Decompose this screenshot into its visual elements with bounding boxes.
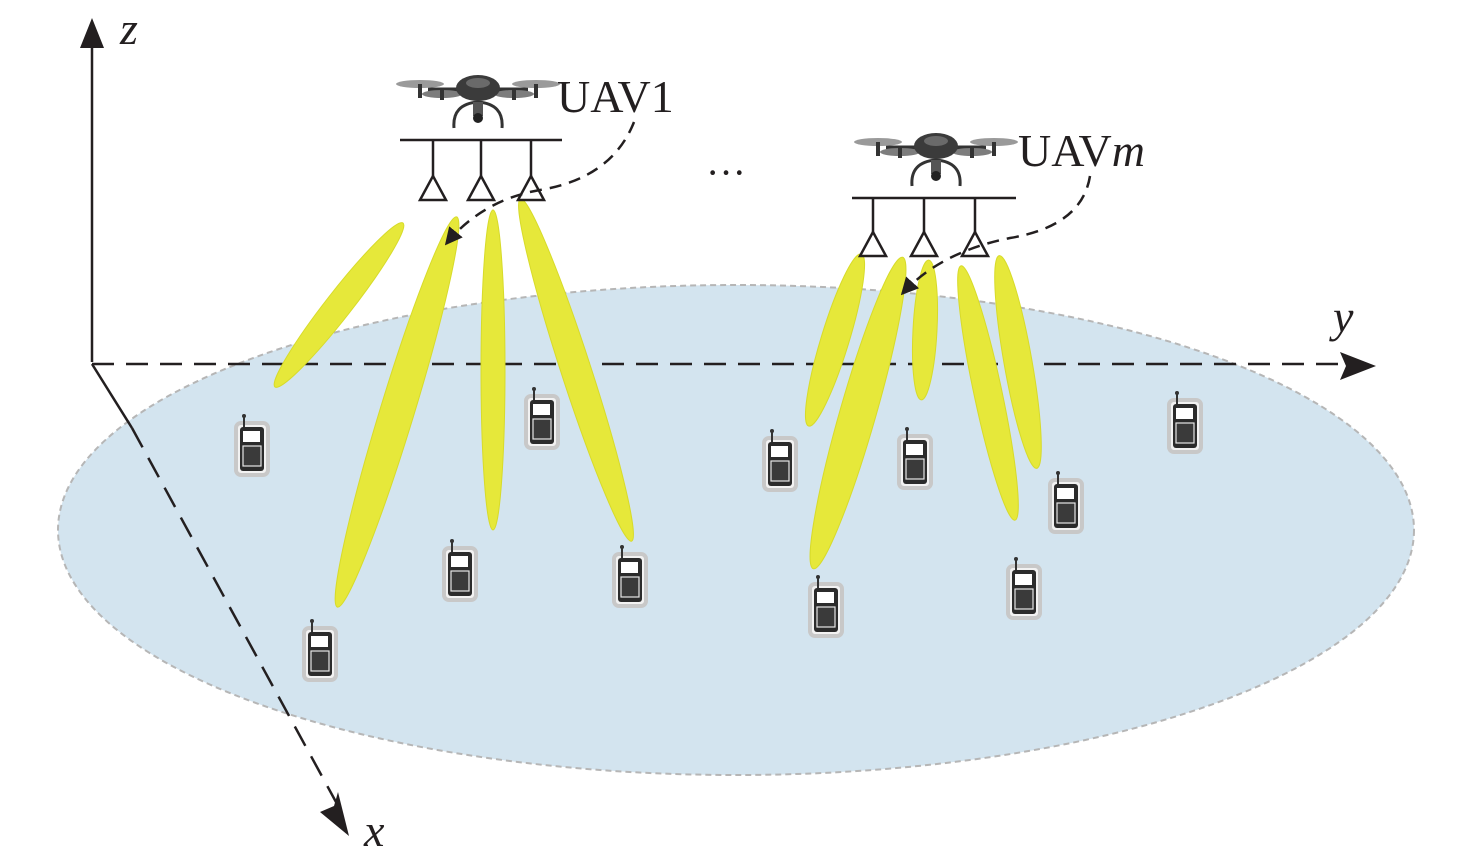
uav-1: UAV1 bbox=[396, 71, 674, 246]
mobile-phone-icon bbox=[302, 617, 338, 682]
uavm-label: UAVm bbox=[1018, 125, 1145, 176]
triangle-antenna-icon bbox=[418, 148, 448, 202]
quadcopter-drone-icon bbox=[854, 133, 1018, 186]
mobile-phone-icon bbox=[442, 537, 478, 602]
beam bbox=[957, 265, 1019, 521]
z-axis-label: z bbox=[119, 3, 138, 54]
ellipsis: ··· bbox=[706, 150, 746, 195]
mobile-phone-icon bbox=[524, 385, 560, 450]
mobile-phone-icon bbox=[1167, 389, 1203, 454]
mobile-phone-icon bbox=[897, 425, 933, 490]
x-axis-label: x bbox=[363, 805, 385, 856]
beam bbox=[809, 256, 907, 570]
x-axis-arrowhead bbox=[320, 792, 349, 836]
mobile-phone-icon bbox=[612, 543, 648, 608]
uav1-beams bbox=[273, 198, 634, 608]
triangle-antenna-icon bbox=[858, 204, 888, 258]
quadcopter-drone-icon bbox=[396, 75, 560, 128]
uav-m: UAVm bbox=[852, 125, 1145, 296]
mobile-phone-icon bbox=[1048, 469, 1084, 534]
mobile-phone-icon bbox=[234, 412, 270, 477]
uav1-label: UAV1 bbox=[557, 71, 674, 122]
x-axis-solid bbox=[90, 363, 134, 429]
mobile-phone-icon bbox=[1006, 555, 1042, 620]
coverage-area bbox=[57, 284, 1415, 776]
triangle-antenna-icon bbox=[466, 148, 496, 202]
mobile-phone-icon bbox=[808, 573, 844, 638]
uavm-beams bbox=[804, 253, 1042, 570]
y-axis-arrowhead bbox=[1340, 352, 1376, 380]
beam bbox=[480, 209, 506, 531]
beam bbox=[994, 255, 1042, 469]
beam bbox=[273, 222, 405, 388]
x-axis-dashed bbox=[130, 427, 338, 803]
beam bbox=[334, 216, 460, 608]
mobile-phone-icon bbox=[762, 427, 798, 492]
triangle-antenna-icon bbox=[909, 204, 939, 258]
z-axis-arrowhead bbox=[80, 18, 104, 48]
uav1-pointer-arrow bbox=[444, 121, 636, 246]
uavm-pointer-arrow bbox=[900, 175, 1092, 296]
y-axis-label: y bbox=[1329, 291, 1354, 342]
